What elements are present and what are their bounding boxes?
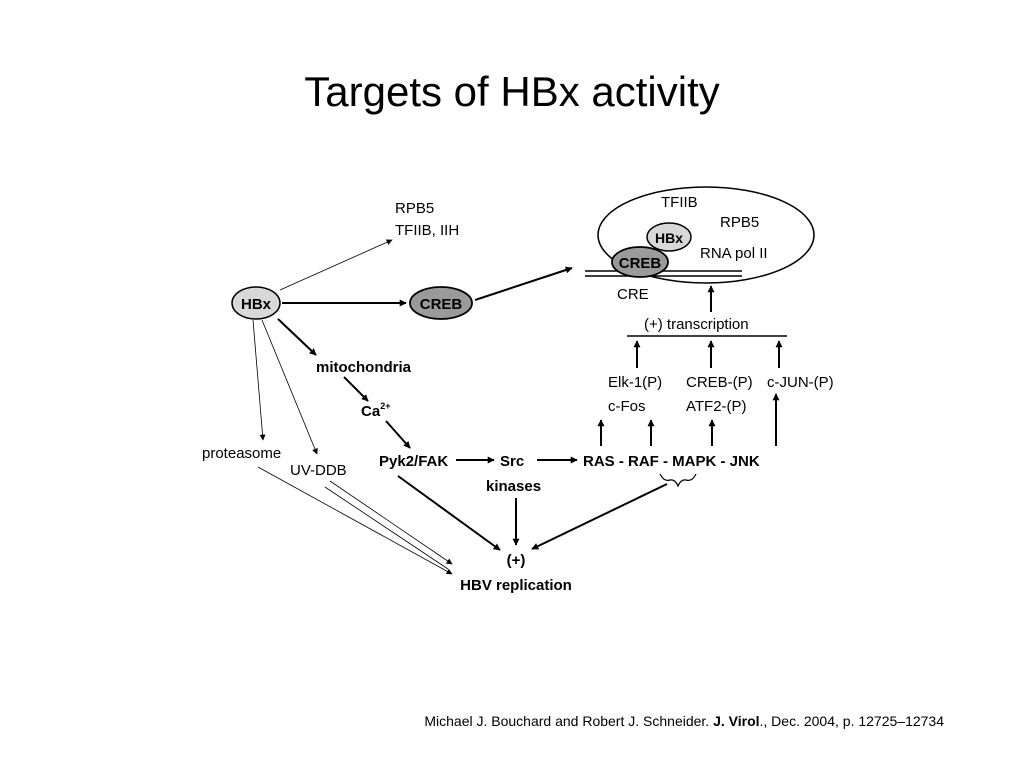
rpb5-label: RPB5 (395, 200, 434, 217)
hbv-replication-label: HBV replication (460, 577, 572, 594)
ras-chain-label: RAS - RAF - MAPK - JNK (583, 453, 760, 470)
proteasome-label: proteasome (202, 445, 281, 462)
arrow-uv-ddb-to-hbv-b (324, 486, 449, 570)
nucleus-cre-label: CRE (617, 286, 649, 303)
nucleus-creb-label: CREB (619, 255, 662, 272)
hbx-label: HBx (241, 296, 272, 313)
cfos-label: c-Fos (608, 398, 646, 415)
pyk2-fak-label: Pyk2/FAK (379, 453, 448, 470)
hbv-plus-label: (+) (507, 552, 526, 569)
citation-journal: J. Virol (713, 713, 760, 729)
slide-title: Targets of HBx activity (304, 68, 720, 115)
creb-p-label: CREB-(P) (686, 374, 753, 391)
uv-ddb-label: UV-DDB (290, 462, 347, 479)
citation-authors: Michael J. Bouchard and Robert J. Schnei… (424, 713, 714, 729)
citation: Michael J. Bouchard and Robert J. Schnei… (424, 713, 944, 729)
nucleus-creb-node (611, 246, 669, 278)
tfiib-iih-label: TFIIB, IIH (395, 222, 459, 239)
nucleus-rpb5-label: RPB5 (720, 214, 759, 231)
arrow-hbx-to-mitochondria (277, 318, 317, 356)
arrow-uv-ddb-to-hbv-a (329, 480, 453, 565)
nucleus-ellipse (597, 186, 815, 284)
arrow-hbx-to-uv-ddb (261, 319, 318, 455)
mitochondria-label: mitochondria (316, 359, 412, 376)
atf2-label: ATF2-(P) (686, 398, 747, 415)
citation-details: ., Dec. 2004, p. 12725–12734 (759, 713, 944, 729)
transcription-label: (+) transcription (644, 316, 749, 333)
ca-superscript: 2+ (380, 401, 390, 411)
arrow-proteasome-to-hbv (257, 466, 453, 575)
mapk-brace (659, 473, 697, 488)
ca-label: Ca2+ (361, 401, 390, 420)
arrow-pyk2-to-hbv (397, 475, 501, 551)
cjun-label: c-JUN-(P) (767, 374, 834, 391)
creb-node (409, 286, 473, 320)
arrow-mapk-to-hbv (531, 483, 668, 550)
arrow-hbx-to-proteasome (252, 319, 266, 441)
elk1-label: Elk-1(P) (608, 374, 662, 391)
hbx-node (231, 286, 281, 320)
nucleus-hbx-node (646, 222, 692, 252)
nucleus-tfiib-label: TFIIB (661, 194, 698, 211)
nucleus-hbx-label: HBx (655, 230, 683, 246)
creb-label: CREB (420, 296, 463, 313)
arrow-hbx-to-rpb5 (279, 239, 393, 291)
arrow-creb-to-cre (474, 266, 573, 301)
kinases-label: kinases (486, 478, 541, 495)
src-label: Src (500, 453, 524, 470)
arrow-ca-to-pyk2 (385, 420, 411, 449)
nucleus-rna-pol-label: RNA pol II (700, 245, 768, 262)
arrow-mitochondria-to-ca (343, 376, 369, 402)
